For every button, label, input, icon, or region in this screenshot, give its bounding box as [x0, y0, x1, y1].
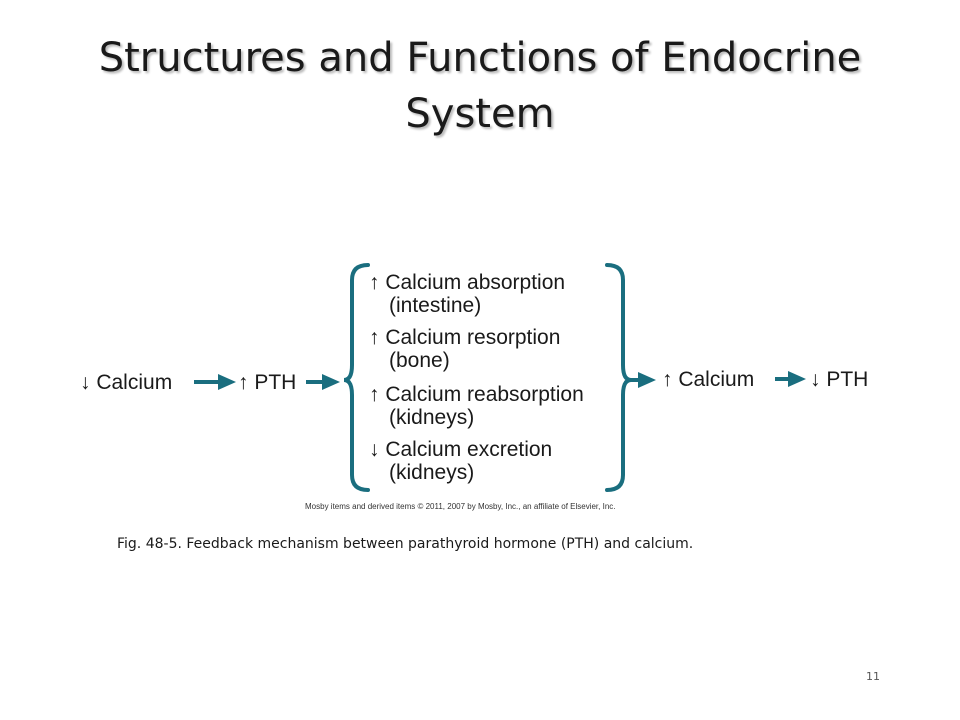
page-number: 11	[866, 670, 880, 683]
right-brace	[605, 263, 632, 492]
slide-title: Structures and Functions of Endocrine Sy…	[98, 35, 862, 137]
left-brace	[343, 263, 370, 492]
arrow-icon	[775, 371, 806, 387]
effect-kidney-reabsorption-line1: ↑ Calcium reabsorption	[369, 383, 584, 406]
effect-bone-line1: ↑ Calcium resorption	[369, 326, 560, 349]
effect-kidney-excretion-line2: (kidneys)	[389, 461, 474, 484]
copyright-credit: Mosby items and derived items © 2011, 20…	[305, 502, 616, 511]
high-pth-label: ↑ PTH	[238, 371, 296, 394]
high-calcium-label: ↑ Calcium	[662, 368, 754, 391]
effect-bone-line2: (bone)	[389, 349, 450, 372]
low-pth-label: ↓ PTH	[810, 368, 868, 391]
effect-kidney-reabsorption-line2: (kidneys)	[389, 406, 474, 429]
figure-caption: Fig. 48-5. Feedback mechanism between pa…	[117, 536, 694, 552]
arrow-icon	[630, 372, 656, 388]
effect-intestine-line2: (intestine)	[389, 294, 481, 317]
arrow-icon	[194, 374, 236, 390]
arrow-icon	[306, 374, 340, 390]
effect-intestine-line1: ↑ Calcium absorption	[369, 271, 565, 294]
effect-kidney-excretion-line1: ↓ Calcium excretion	[369, 438, 552, 461]
low-calcium-label: ↓ Calcium	[80, 371, 172, 394]
